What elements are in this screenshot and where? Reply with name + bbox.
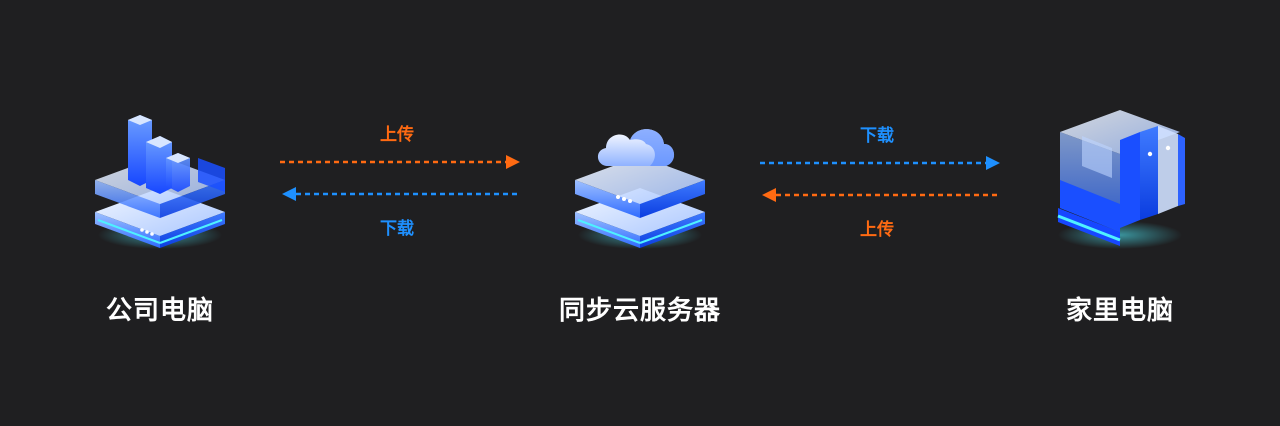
sync-server-label: 同步云服务器 [559, 296, 722, 326]
node-home-computer: 家里电脑 [1040, 100, 1200, 340]
office-building-server-icon [95, 115, 225, 249]
arrow-upload-home-to-server [762, 188, 1000, 202]
company-computer-label: 公司电脑 [105, 296, 214, 326]
home-computer-tower-icon [1057, 110, 1185, 249]
cloud-server-icon [575, 129, 705, 249]
cloud-icon [597, 129, 675, 166]
upload-label: 上传 [380, 125, 414, 145]
node-company-computer: 公司电脑 [80, 100, 240, 340]
arrow-download-server-to-company [282, 187, 520, 201]
upload-label-home: 上传 [860, 220, 894, 240]
arrow-download-server-to-home [760, 156, 1000, 170]
arrow-upload-company-to-server [280, 155, 520, 169]
download-label: 下载 [380, 219, 414, 239]
download-label-home: 下载 [860, 126, 894, 146]
node-sync-server: 同步云服务器 [559, 100, 722, 340]
home-computer-label: 家里电脑 [1065, 296, 1174, 326]
